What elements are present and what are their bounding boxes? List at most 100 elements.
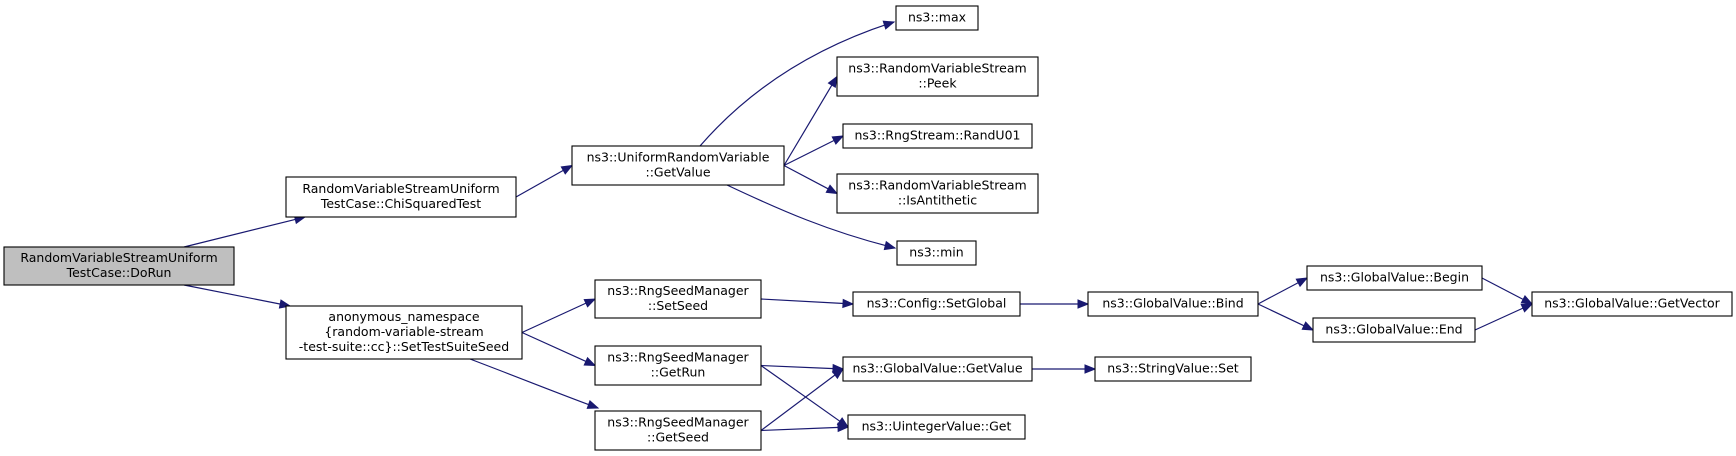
node-label-line: ns3::GlobalValue::GetValue [852, 361, 1022, 376]
arrowhead [583, 356, 597, 367]
edge-getRun-to-gvGetValue [760, 363, 845, 374]
edge-bind-to-end [1257, 303, 1315, 331]
node-box [594, 345, 762, 386]
edge-line [521, 302, 588, 334]
edge-line [783, 83, 833, 166]
edge-line [1474, 307, 1525, 331]
node-label-line: ::GetValue [645, 165, 710, 180]
edge-uniformGetValue-to-randU01 [783, 135, 845, 167]
edge-line [760, 373, 837, 431]
node-box [285, 176, 517, 218]
node-box [1312, 317, 1476, 343]
node-peek[interactable]: ns3::RandomVariableStream::Peek [836, 56, 1039, 97]
node-box [852, 291, 1021, 317]
node-label-line: ns3::StringValue::Set [1107, 361, 1238, 376]
node-label-line: ns3::min [909, 245, 963, 260]
edge-line [699, 21, 895, 147]
node-box [1306, 265, 1483, 291]
edge-setTestSuiteSeed-to-setSeed [521, 298, 597, 334]
edge-line [469, 358, 599, 409]
edge-uniformGetValue-to-max [699, 20, 896, 147]
edge-line [783, 164, 830, 190]
edge-line [760, 364, 835, 370]
node-box [1531, 291, 1733, 317]
node-label-line: ::GetSeed [647, 430, 709, 445]
edge-uniformGetValue-to-min [726, 184, 897, 251]
node-label-line: ns3::RngStream::RandU01 [855, 128, 1021, 143]
edge-gvGetValue-to-stringSet [1032, 364, 1097, 374]
node-max[interactable]: ns3::max [895, 5, 979, 31]
node-getSeed[interactable]: ns3::RngSeedManager::GetSeed [594, 410, 762, 451]
node-begin[interactable]: ns3::GlobalValue::Begin [1306, 265, 1483, 291]
node-setSeed[interactable]: ns3::RngSeedManager::SetSeed [594, 279, 762, 319]
node-box [285, 305, 523, 360]
node-randU01[interactable]: ns3::RngStream::RandU01 [842, 123, 1033, 149]
node-label-line: ::IsAntithetic [898, 193, 977, 208]
node-label-line: {random-variable-stream [324, 324, 483, 339]
node-box [836, 173, 1039, 214]
edge-uniformGetValue-to-peek [783, 75, 838, 166]
arrowhead [1077, 299, 1090, 309]
node-box [842, 356, 1033, 382]
node-setGlobal[interactable]: ns3::Config::SetGlobal [852, 291, 1021, 317]
node-label-line: TestCase::DoRun [66, 265, 172, 280]
edge-line [521, 331, 588, 363]
edge-line [726, 184, 896, 249]
node-label-line: ns3::GlobalValue::Bind [1102, 296, 1243, 311]
node-label-line: ns3::UintegerValue::Get [862, 419, 1012, 434]
edge-setTestSuiteSeed-to-getRun [521, 331, 597, 367]
node-stringSet[interactable]: ns3::StringValue::Set [1094, 356, 1252, 382]
edge-line [1257, 303, 1306, 327]
node-uniformGetValue[interactable]: ns3::UniformRandomVariable::GetValue [571, 145, 785, 186]
arrowhead [837, 422, 850, 433]
node-getVector[interactable]: ns3::GlobalValue::GetVector [1531, 291, 1733, 317]
arrowhead [1295, 277, 1309, 288]
arrowhead [882, 20, 896, 30]
node-label-line: ::SetSeed [648, 298, 708, 313]
node-gvGetValue[interactable]: ns3::GlobalValue::GetValue [842, 356, 1033, 382]
node-label-line: ns3::RngSeedManager [607, 350, 749, 365]
node-setTestSuiteSeed[interactable]: anonymous_namespace{random-variable-stre… [285, 305, 523, 360]
arrowhead [842, 298, 855, 309]
arrowhead [831, 135, 845, 145]
node-label-line: -test-suite::cc}::SetTestSuiteSeed [299, 339, 509, 354]
edge-end-to-getVector [1474, 303, 1534, 331]
nodes-layer: RandomVariableStreamUniformTestCase::DoR… [3, 5, 1733, 451]
node-end[interactable]: ns3::GlobalValue::End [1312, 317, 1476, 343]
edge-setGlobal-to-bind [1020, 299, 1090, 309]
edge-doRun-to-setTestSuiteSeed [183, 284, 292, 309]
node-isAntithetic[interactable]: ns3::RandomVariableStream::IsAntithetic [836, 173, 1039, 214]
edge-setSeed-to-setGlobal [760, 298, 855, 309]
node-label-line: ns3::RandomVariableStream [848, 178, 1026, 193]
arrowhead [583, 298, 597, 308]
node-label-line: ns3::RngSeedManager [607, 283, 749, 298]
node-box [847, 414, 1026, 440]
node-getRun[interactable]: ns3::RngSeedManager::GetRun [594, 345, 762, 386]
node-label-line: ::GetRun [651, 365, 706, 380]
node-doRun[interactable]: RandomVariableStreamUniformTestCase::DoR… [3, 246, 235, 286]
edge-doRun-to-chiSquared [183, 214, 307, 248]
edge-uniformGetValue-to-isAntithetic [783, 164, 839, 195]
node-box [571, 145, 785, 186]
node-label-line: ::Peek [918, 76, 957, 91]
node-uintGet[interactable]: ns3::UintegerValue::Get [847, 414, 1026, 440]
edge-getSeed-to-gvGetValue [760, 368, 845, 431]
edge-chiSquared-to-uniformGetValue [515, 164, 574, 198]
node-label-line: RandomVariableStreamUniform [302, 181, 499, 196]
node-label-line: ns3::GlobalValue::End [1325, 322, 1462, 337]
node-chiSquared[interactable]: RandomVariableStreamUniformTestCase::Chi… [285, 176, 517, 218]
edge-line [1257, 281, 1300, 305]
node-label-line: ns3::RngSeedManager [607, 415, 749, 430]
edge-getSeed-to-uintGet [760, 422, 850, 433]
edge-setTestSuiteSeed-to-getSeed [469, 358, 600, 409]
arrowhead [1520, 303, 1534, 313]
node-min[interactable]: ns3::min [896, 240, 977, 266]
edge-line [515, 169, 565, 198]
node-label-line: ns3::GlobalValue::GetVector [1544, 296, 1720, 311]
node-bind[interactable]: ns3::GlobalValue::Bind [1087, 291, 1259, 317]
node-label-line: ns3::UniformRandomVariable [587, 150, 770, 165]
node-box [895, 5, 979, 31]
arrowhead [831, 368, 845, 380]
edge-line [183, 218, 297, 248]
